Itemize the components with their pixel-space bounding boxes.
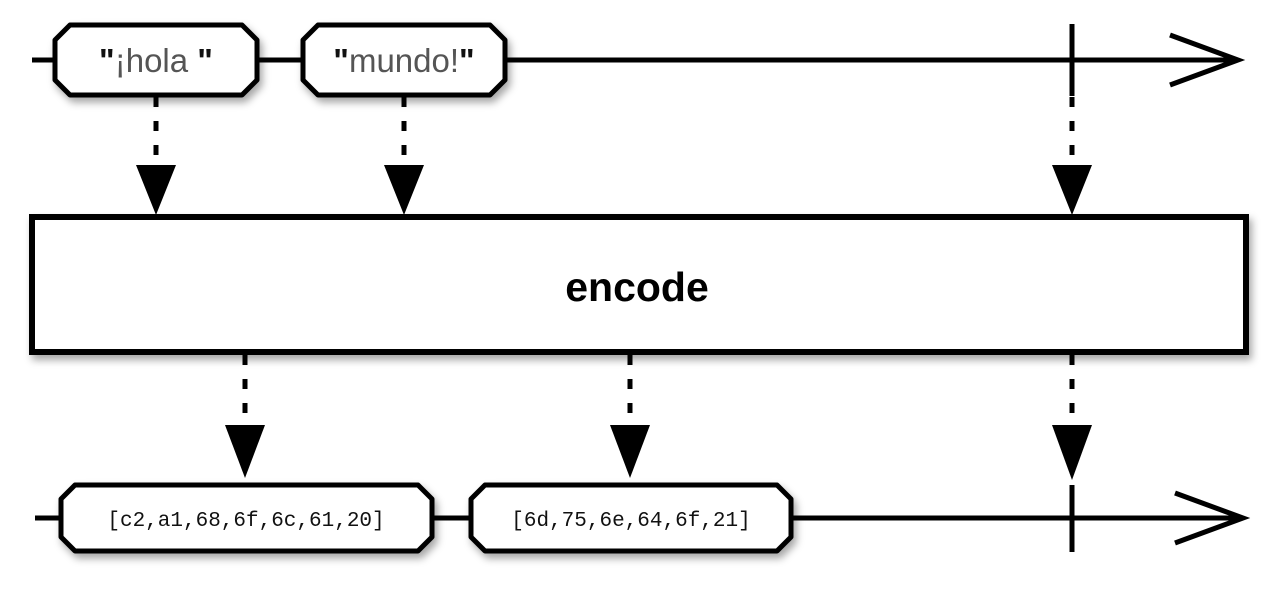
input-item-mundo-shape	[300, 22, 508, 98]
arrow-operator-to-output-1	[225, 355, 265, 478]
operator-label: encode	[565, 264, 709, 310]
output-item-2-label: [6d,75,6e,64,6f,21]	[511, 510, 750, 533]
arrow-completion-to-operator	[1052, 97, 1092, 215]
output-item-2	[468, 482, 794, 554]
input-arrows	[136, 97, 1092, 215]
input-item-hola-label: "¡hola "	[99, 42, 213, 79]
output-item-1-shape	[58, 482, 435, 554]
output-item-1-label: [c2,a1,68,6f,6c,61,20]	[107, 510, 384, 533]
arrow-mundo-to-operator	[384, 97, 424, 215]
arrow-operator-to-output-2	[610, 355, 650, 478]
arrow-operator-to-output-completion	[1052, 355, 1092, 480]
operator-box-rect	[29, 214, 1249, 355]
output-item-2-shape	[468, 482, 794, 554]
output-item-1	[58, 482, 435, 554]
arrow-hola-to-operator	[136, 97, 176, 215]
input-item-mundo-label: "mundo!"	[333, 42, 474, 79]
input-item-mundo	[300, 22, 508, 98]
input-item-hola-shape	[52, 22, 260, 98]
output-arrows	[225, 355, 1092, 480]
output-timeline-arrowhead	[1174, 490, 1251, 546]
operator-box	[29, 214, 1249, 355]
input-item-hola	[52, 22, 260, 98]
input-timeline-arrowhead	[1169, 32, 1246, 88]
